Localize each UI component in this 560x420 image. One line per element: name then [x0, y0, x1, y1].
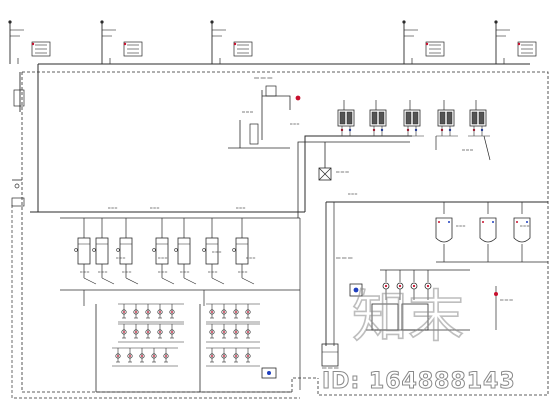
roof-riser [210, 20, 253, 64]
watermark-image-id: ID: 164888143 [322, 369, 516, 395]
watermark-logo-text: 知末 [352, 285, 464, 348]
roof-riser [494, 20, 537, 64]
plant-room-riser [299, 201, 548, 390]
pipe-size-annotations [108, 123, 530, 259]
storage-tank [232, 218, 255, 285]
left-tank-bank [60, 218, 300, 306]
storage-tank [202, 218, 225, 285]
pump-unit [468, 100, 490, 137]
primary-pump [382, 270, 390, 300]
return-water-dashed-loop [11, 71, 549, 399]
dirt-separator [318, 142, 349, 181]
storage-tank [92, 218, 115, 285]
roof-riser [100, 20, 143, 64]
storage-tank [74, 218, 97, 285]
roof-riser [402, 20, 445, 64]
heat-exchanger-station [228, 77, 301, 149]
buffer-tank [513, 202, 531, 262]
left-expansion-riser [11, 72, 25, 207]
watermark-logo: 知末 [352, 284, 465, 348]
buffer-tank [479, 202, 497, 262]
circulation-pump-rows [95, 303, 292, 393]
primary-pump [396, 270, 404, 300]
storage-tank [174, 218, 197, 285]
roof-riser [8, 20, 51, 64]
pump-row [206, 347, 260, 367]
pump-unit [402, 100, 424, 137]
pump-row [206, 323, 260, 343]
pump-unit [436, 100, 458, 137]
pump-row [118, 323, 184, 343]
pump-row [112, 347, 178, 367]
primary-pump [424, 270, 432, 300]
pump-unit [368, 100, 390, 137]
primary-pump [410, 270, 418, 300]
roof-risers [8, 20, 537, 64]
pump-row [206, 303, 260, 323]
main-supply-header [30, 63, 530, 219]
storage-tank [152, 218, 175, 285]
buffer-tank [435, 202, 453, 262]
top-pump-units [336, 100, 491, 161]
pump-row [118, 303, 184, 323]
storage-tank [116, 218, 139, 285]
right-tank-bank [435, 202, 548, 263]
pump-unit [336, 100, 358, 137]
primary-pump-cluster [336, 257, 513, 331]
